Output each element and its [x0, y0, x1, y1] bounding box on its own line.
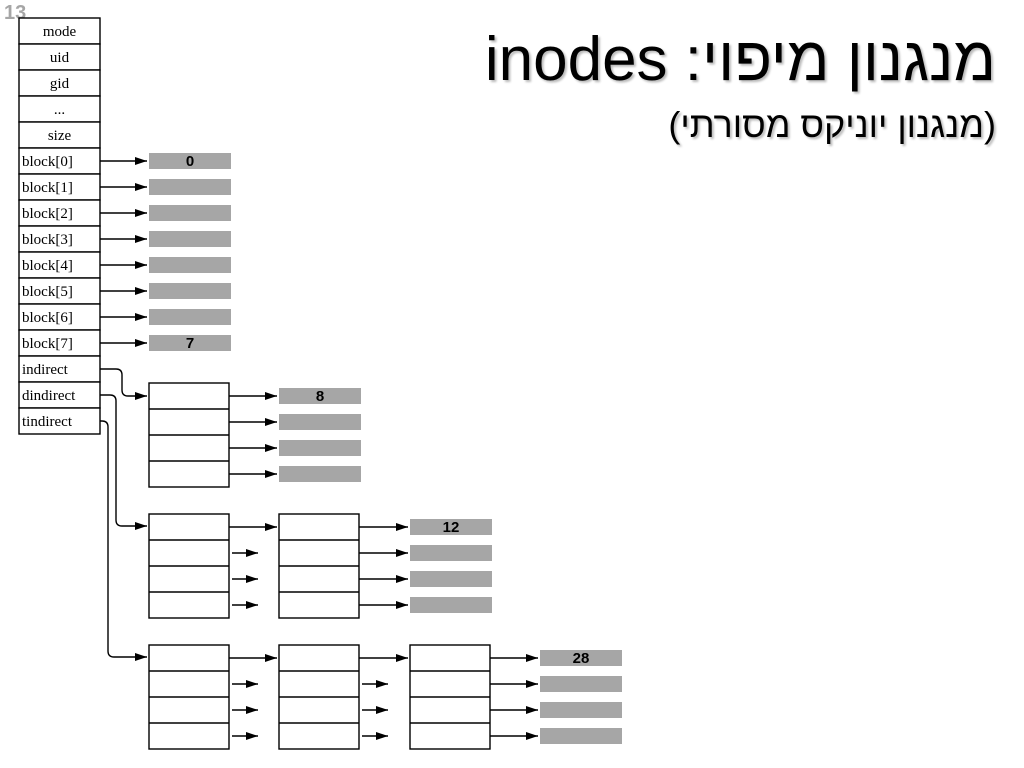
- inode-field-label: uid: [50, 50, 70, 66]
- data-block: [149, 283, 231, 299]
- data-block-label: 0: [186, 153, 194, 170]
- inode-field-label: block[1]: [22, 180, 73, 196]
- slide-subtitle: (מנגנון יוניקס מסורתי): [668, 104, 996, 145]
- inode-field-label: ...: [54, 102, 65, 118]
- data-block-label: 8: [316, 388, 324, 405]
- indirect-tree: 8: [100, 368, 361, 488]
- inode-row: [18, 43, 101, 71]
- inode-row: [18, 17, 101, 45]
- inode-field-label: block[7]: [22, 336, 73, 352]
- data-block: [410, 545, 492, 561]
- indirect-connector: [100, 368, 147, 400]
- inode-row: [18, 69, 101, 97]
- data-block-label: 7: [186, 335, 194, 352]
- data-block: [410, 519, 492, 535]
- inode-table: mode uid gid... size block[0] block[1] block[2…: [18, 17, 101, 435]
- data-block: [279, 440, 361, 456]
- triple-indirect-tree: 28: [100, 420, 622, 750]
- inode-field-label: block[3]: [22, 232, 73, 248]
- inode-row: [18, 329, 101, 357]
- inode-field-label: mode: [43, 24, 77, 40]
- inode-field-label: block[4]: [22, 258, 73, 274]
- inode-field-label: tindirect: [22, 414, 73, 430]
- data-block: [279, 466, 361, 482]
- inode-row: [18, 121, 101, 149]
- inode-field-label: size: [48, 128, 72, 144]
- data-block: [149, 153, 231, 169]
- inode-field-label: block[0]: [22, 154, 73, 170]
- data-block: [540, 728, 622, 744]
- data-block: [149, 205, 231, 221]
- data-block: [279, 388, 361, 404]
- data-block: [149, 179, 231, 195]
- dindirect-connector: [100, 394, 147, 530]
- data-block: [149, 335, 231, 351]
- data-block: [149, 309, 231, 325]
- slide-title: מנגנון מיפוי: inodes: [484, 25, 996, 94]
- inode-field-label: indirect: [22, 362, 69, 378]
- direct-blocks: 07: [100, 153, 231, 352]
- data-block: [540, 676, 622, 692]
- inode-row: [18, 303, 101, 331]
- inode-field-label: block[5]: [22, 284, 73, 300]
- inode-field-label: block[2]: [22, 206, 73, 222]
- data-block: [410, 597, 492, 613]
- data-block: [149, 231, 231, 247]
- data-block-label: 28: [573, 650, 590, 667]
- inode-field-label: dindirect: [22, 388, 76, 404]
- data-block: [540, 702, 622, 718]
- double-indirect-tree: 12: [100, 394, 492, 619]
- inode-field-label: gid: [50, 76, 70, 92]
- data-block-label: 12: [443, 519, 460, 536]
- tindirect-connector: [100, 420, 147, 661]
- data-block: [149, 257, 231, 273]
- data-block: [410, 571, 492, 587]
- inode-row: [18, 95, 101, 123]
- inode-field-label: block[6]: [22, 310, 73, 326]
- data-block: [540, 650, 622, 666]
- data-block: [279, 414, 361, 430]
- inode-row: [18, 381, 101, 409]
